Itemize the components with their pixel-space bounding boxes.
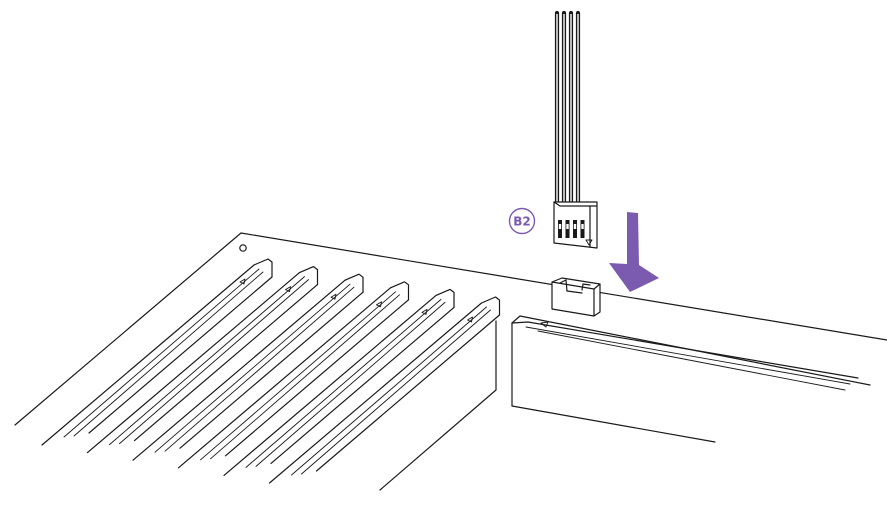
cable-assembly xyxy=(553,10,598,249)
callout-badge: B2 xyxy=(508,207,536,235)
slot-rail-front xyxy=(133,284,319,442)
triangle-marker-icon xyxy=(376,301,382,308)
slot-rail-inner xyxy=(154,283,351,453)
expansion-slot xyxy=(86,266,319,454)
header-notch-right xyxy=(581,283,591,291)
slot-rail-outer xyxy=(86,272,301,454)
triangle-marker-icon xyxy=(540,321,549,328)
plug-contact-window xyxy=(573,224,577,229)
cable-wires xyxy=(554,10,581,206)
slot-rail-inner xyxy=(73,271,264,437)
slot-rail-inner xyxy=(291,306,487,476)
slot-end-cap xyxy=(344,273,364,293)
long-slot-bottom-edge xyxy=(511,405,716,443)
long-slot-rail-2 xyxy=(525,326,851,385)
slot-rail-inner xyxy=(164,286,355,452)
slot-rail-front xyxy=(270,306,455,464)
slot-rail-outer xyxy=(177,287,392,469)
slot-rail-front xyxy=(224,299,410,457)
slot-rail-inner xyxy=(109,276,305,446)
plug-contact-window xyxy=(566,224,569,229)
long-slot-rail-1 xyxy=(511,321,859,379)
board-header xyxy=(551,277,601,317)
plug-contacts xyxy=(558,220,585,238)
triangle-marker-icon xyxy=(467,316,473,323)
slot-rail-inner xyxy=(119,279,309,445)
expansion-slot xyxy=(268,296,501,484)
slot-rail-inner xyxy=(200,291,396,461)
slot-rail-outer xyxy=(132,279,346,461)
plug-top-edge xyxy=(553,201,598,207)
plug-contact-window xyxy=(581,224,584,229)
plug-contact-window xyxy=(558,224,562,229)
down-arrow-icon xyxy=(609,212,659,292)
slot-rail-inner xyxy=(245,298,442,468)
slot-rail-front xyxy=(315,314,501,472)
mounting-hole-icon xyxy=(239,244,247,252)
triangle-marker-icon xyxy=(239,278,246,285)
expansion-slots xyxy=(41,258,501,491)
header-notch-left xyxy=(559,279,568,292)
board-edge xyxy=(14,232,887,426)
expansion-slot xyxy=(177,281,410,469)
triangle-marker-icon xyxy=(285,286,291,293)
slot-rail-inner xyxy=(210,294,400,460)
triangle-marker-icon xyxy=(330,293,337,300)
callout-label: B2 xyxy=(513,215,531,229)
motherboard xyxy=(14,232,887,426)
long-slot-rail-3 xyxy=(537,330,846,391)
slot-end-cap xyxy=(389,281,410,301)
header-notch-bottom xyxy=(566,290,583,294)
slot-end-cap xyxy=(298,266,319,286)
slot-rail-front xyxy=(88,276,273,434)
long-slot xyxy=(511,315,871,443)
slot-rail-outer xyxy=(268,302,483,484)
triangle-marker-icon xyxy=(585,239,593,246)
expansion-slot xyxy=(41,258,273,446)
slot-end-cap xyxy=(253,258,273,278)
slot-end-cap xyxy=(435,288,455,308)
long-slot-top-edge xyxy=(511,315,871,386)
slot-rail-front xyxy=(179,291,364,449)
slot-rail-outer xyxy=(41,264,255,446)
slot-rail-outer xyxy=(223,294,437,476)
callout-ring xyxy=(508,207,536,235)
slot-rail-inner xyxy=(63,268,260,438)
expansion-slot xyxy=(223,288,455,476)
slot-rail-inner xyxy=(255,301,446,467)
expansion-slot xyxy=(132,273,364,461)
slot-block-face xyxy=(379,320,497,491)
triangle-marker-icon xyxy=(421,308,428,315)
slot-rail-inner xyxy=(301,309,491,475)
slot-end-cap xyxy=(480,296,501,316)
